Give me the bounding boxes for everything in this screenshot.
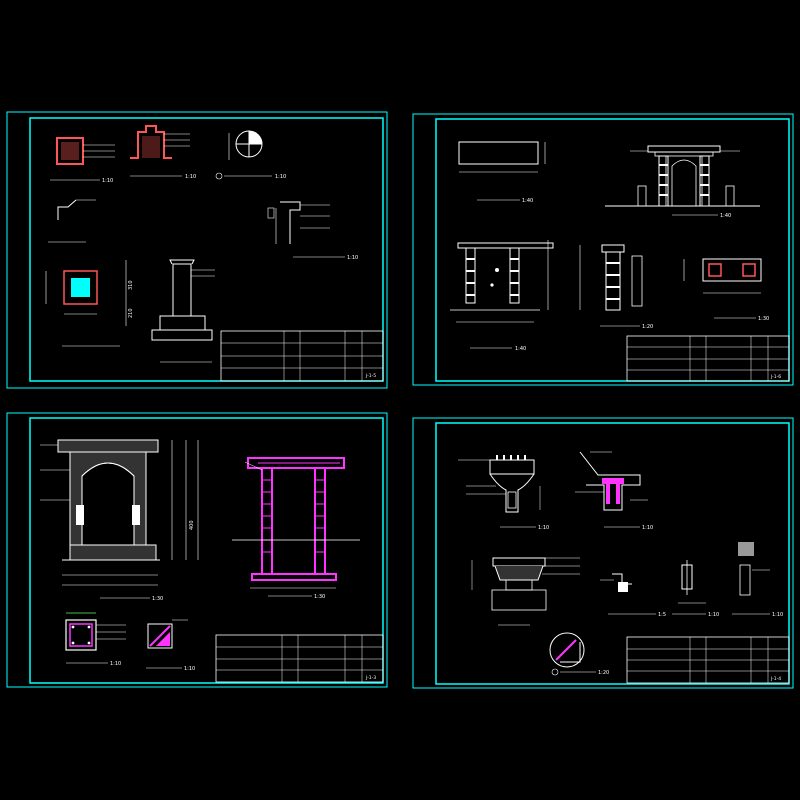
sheet-1-inner-frame xyxy=(29,117,384,382)
dimension-label: 310 xyxy=(128,280,134,290)
sheet-2-outer-frame xyxy=(412,113,794,386)
anchor-bolt-detail: 1:10 xyxy=(672,560,719,618)
pier-elevation-detail: 310 210 xyxy=(125,259,215,363)
scale-label: 1:10 xyxy=(110,661,121,667)
scale-label: 1:20 xyxy=(642,324,653,330)
sheet-4-outer-frame xyxy=(412,417,794,689)
sheet-number: J-1-3 xyxy=(365,675,376,681)
sheet-3-title-block: J-1-3 xyxy=(215,634,384,683)
sheet-1-outer-frame xyxy=(6,111,388,389)
scale-label: 1:40 xyxy=(720,213,731,219)
sheet-2-inner-frame xyxy=(435,118,790,382)
gate-side-elevation: 1:40 xyxy=(450,240,554,352)
beam-elevation-detail: 1:40 xyxy=(458,141,546,204)
gate-front-elevation: 1:40 xyxy=(605,145,760,219)
cap-section-detail-2: 1:10 xyxy=(575,451,653,531)
scale-label: 1:20 xyxy=(598,670,609,676)
scale-label: 1:10 xyxy=(538,525,549,531)
gate-section-elevation: 400 1:30 xyxy=(40,439,199,602)
scale-label: 1:30 xyxy=(314,594,325,600)
anchor-detail xyxy=(48,199,96,243)
base-plan-detail: 1:30 xyxy=(683,258,769,322)
scale-label: 1:30 xyxy=(758,316,769,322)
scale-label: 1:10 xyxy=(708,612,719,618)
scale-label: 1:10 xyxy=(275,174,286,180)
scale-label: 1:10 xyxy=(184,666,195,672)
sheet-4-title-block: J-1-4 xyxy=(626,636,790,684)
sheet-4-inner-frame xyxy=(435,422,790,685)
scale-label: 1:10 xyxy=(642,525,653,531)
scale-label: 1:40 xyxy=(515,346,526,352)
column-rebar-section: 1:10 xyxy=(65,612,126,667)
bracket-detail: 1:10 xyxy=(267,201,358,261)
circular-callout-detail: 1:20 xyxy=(549,632,609,676)
sheet-number: J-1-5 xyxy=(365,373,376,379)
scale-label: 1:10 xyxy=(347,255,358,261)
scale-label: 1:30 xyxy=(152,596,163,602)
dimension-label: 210 xyxy=(128,308,134,318)
sheet-2-title-block: J-1-6 xyxy=(626,335,790,382)
column-plan-detail xyxy=(45,270,120,347)
joint-detail-small: 1:5 xyxy=(600,573,666,618)
scale-label: 1:40 xyxy=(522,198,533,204)
dimension-label: 400 xyxy=(189,520,195,530)
corner-hatch-detail: 1:10 xyxy=(732,542,783,618)
gate-reinforcement-elevation: 1:30 xyxy=(232,457,360,600)
sheet-3-inner-frame xyxy=(29,417,384,684)
circle-index-detail: 1:10 xyxy=(215,130,286,180)
scale-label: 1:10 xyxy=(102,178,113,184)
wall-cap-profile-detail: 1:10 xyxy=(130,125,196,180)
sheet-1-title-block: J-1-5 xyxy=(220,330,384,382)
sheet-3-outer-frame xyxy=(6,412,388,688)
scale-label: 1:10 xyxy=(185,174,196,180)
column-detail: 1:20 xyxy=(579,244,653,330)
scale-label: 1:10 xyxy=(772,612,783,618)
cap-section-detail-3 xyxy=(471,557,580,626)
column-section-detail: 1:10 xyxy=(50,137,115,184)
sheet-1: 1:10 1:10 1:10 xyxy=(6,111,388,389)
sheet-number: J-1-6 xyxy=(770,374,781,380)
cap-section-detail-1: 1:10 xyxy=(458,455,549,531)
stirrup-detail: 1:10 xyxy=(146,619,195,672)
sheet-number: J-1-4 xyxy=(770,676,781,682)
sheet-2: 1:40 1:40 xyxy=(412,113,794,386)
sheet-3: 400 1:30 1:30 xyxy=(6,412,388,688)
sheet-4: 1:10 1:10 xyxy=(412,417,794,689)
scale-label: 1:5 xyxy=(658,612,666,618)
